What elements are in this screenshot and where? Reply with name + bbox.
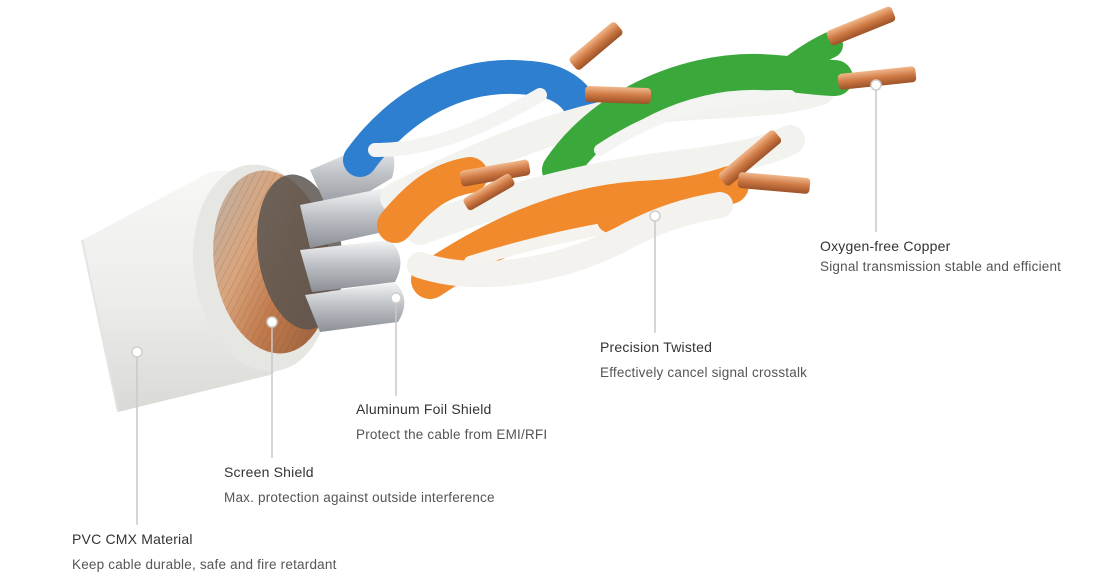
- callout-description: Keep cable durable, safe and fire retard…: [72, 557, 337, 572]
- callout-title: Precision Twisted: [600, 339, 713, 355]
- leader-lines: [136, 85, 877, 525]
- twisted-pair-blue: [343, 59, 597, 177]
- callout-oxygen-free-copper: Oxygen-free Copper Signal transmission s…: [820, 238, 1061, 274]
- callout-title: Aluminum Foil Shield: [356, 401, 492, 417]
- callout-description: Signal transmission stable and efficient: [820, 259, 1062, 274]
- callout-title: Screen Shield: [224, 464, 314, 480]
- callout-description: Protect the cable from EMI/RFI: [356, 427, 548, 442]
- callout-title: PVC CMX Material: [72, 531, 193, 547]
- callout-pvc-cmx-material: PVC CMX Material Keep cable durable, saf…: [72, 531, 337, 572]
- callout-precision-twisted: Precision Twisted Effectively cancel sig…: [600, 339, 807, 380]
- marker-dots: [131, 79, 882, 358]
- callout-aluminum-foil-shield: Aluminum Foil Shield Protect the cable f…: [356, 401, 547, 442]
- callout-title: Oxygen-free Copper: [820, 238, 951, 254]
- callout-screen-shield: Screen Shield Max. protection against ou…: [224, 464, 495, 505]
- copper-conductors: [459, 6, 917, 211]
- callout-description: Effectively cancel signal crosstalk: [600, 365, 808, 380]
- twisted-pair-white-orange: [407, 192, 733, 288]
- callout-description: Max. protection against outside interfer…: [224, 490, 495, 505]
- twisted-pair-green: [542, 32, 853, 188]
